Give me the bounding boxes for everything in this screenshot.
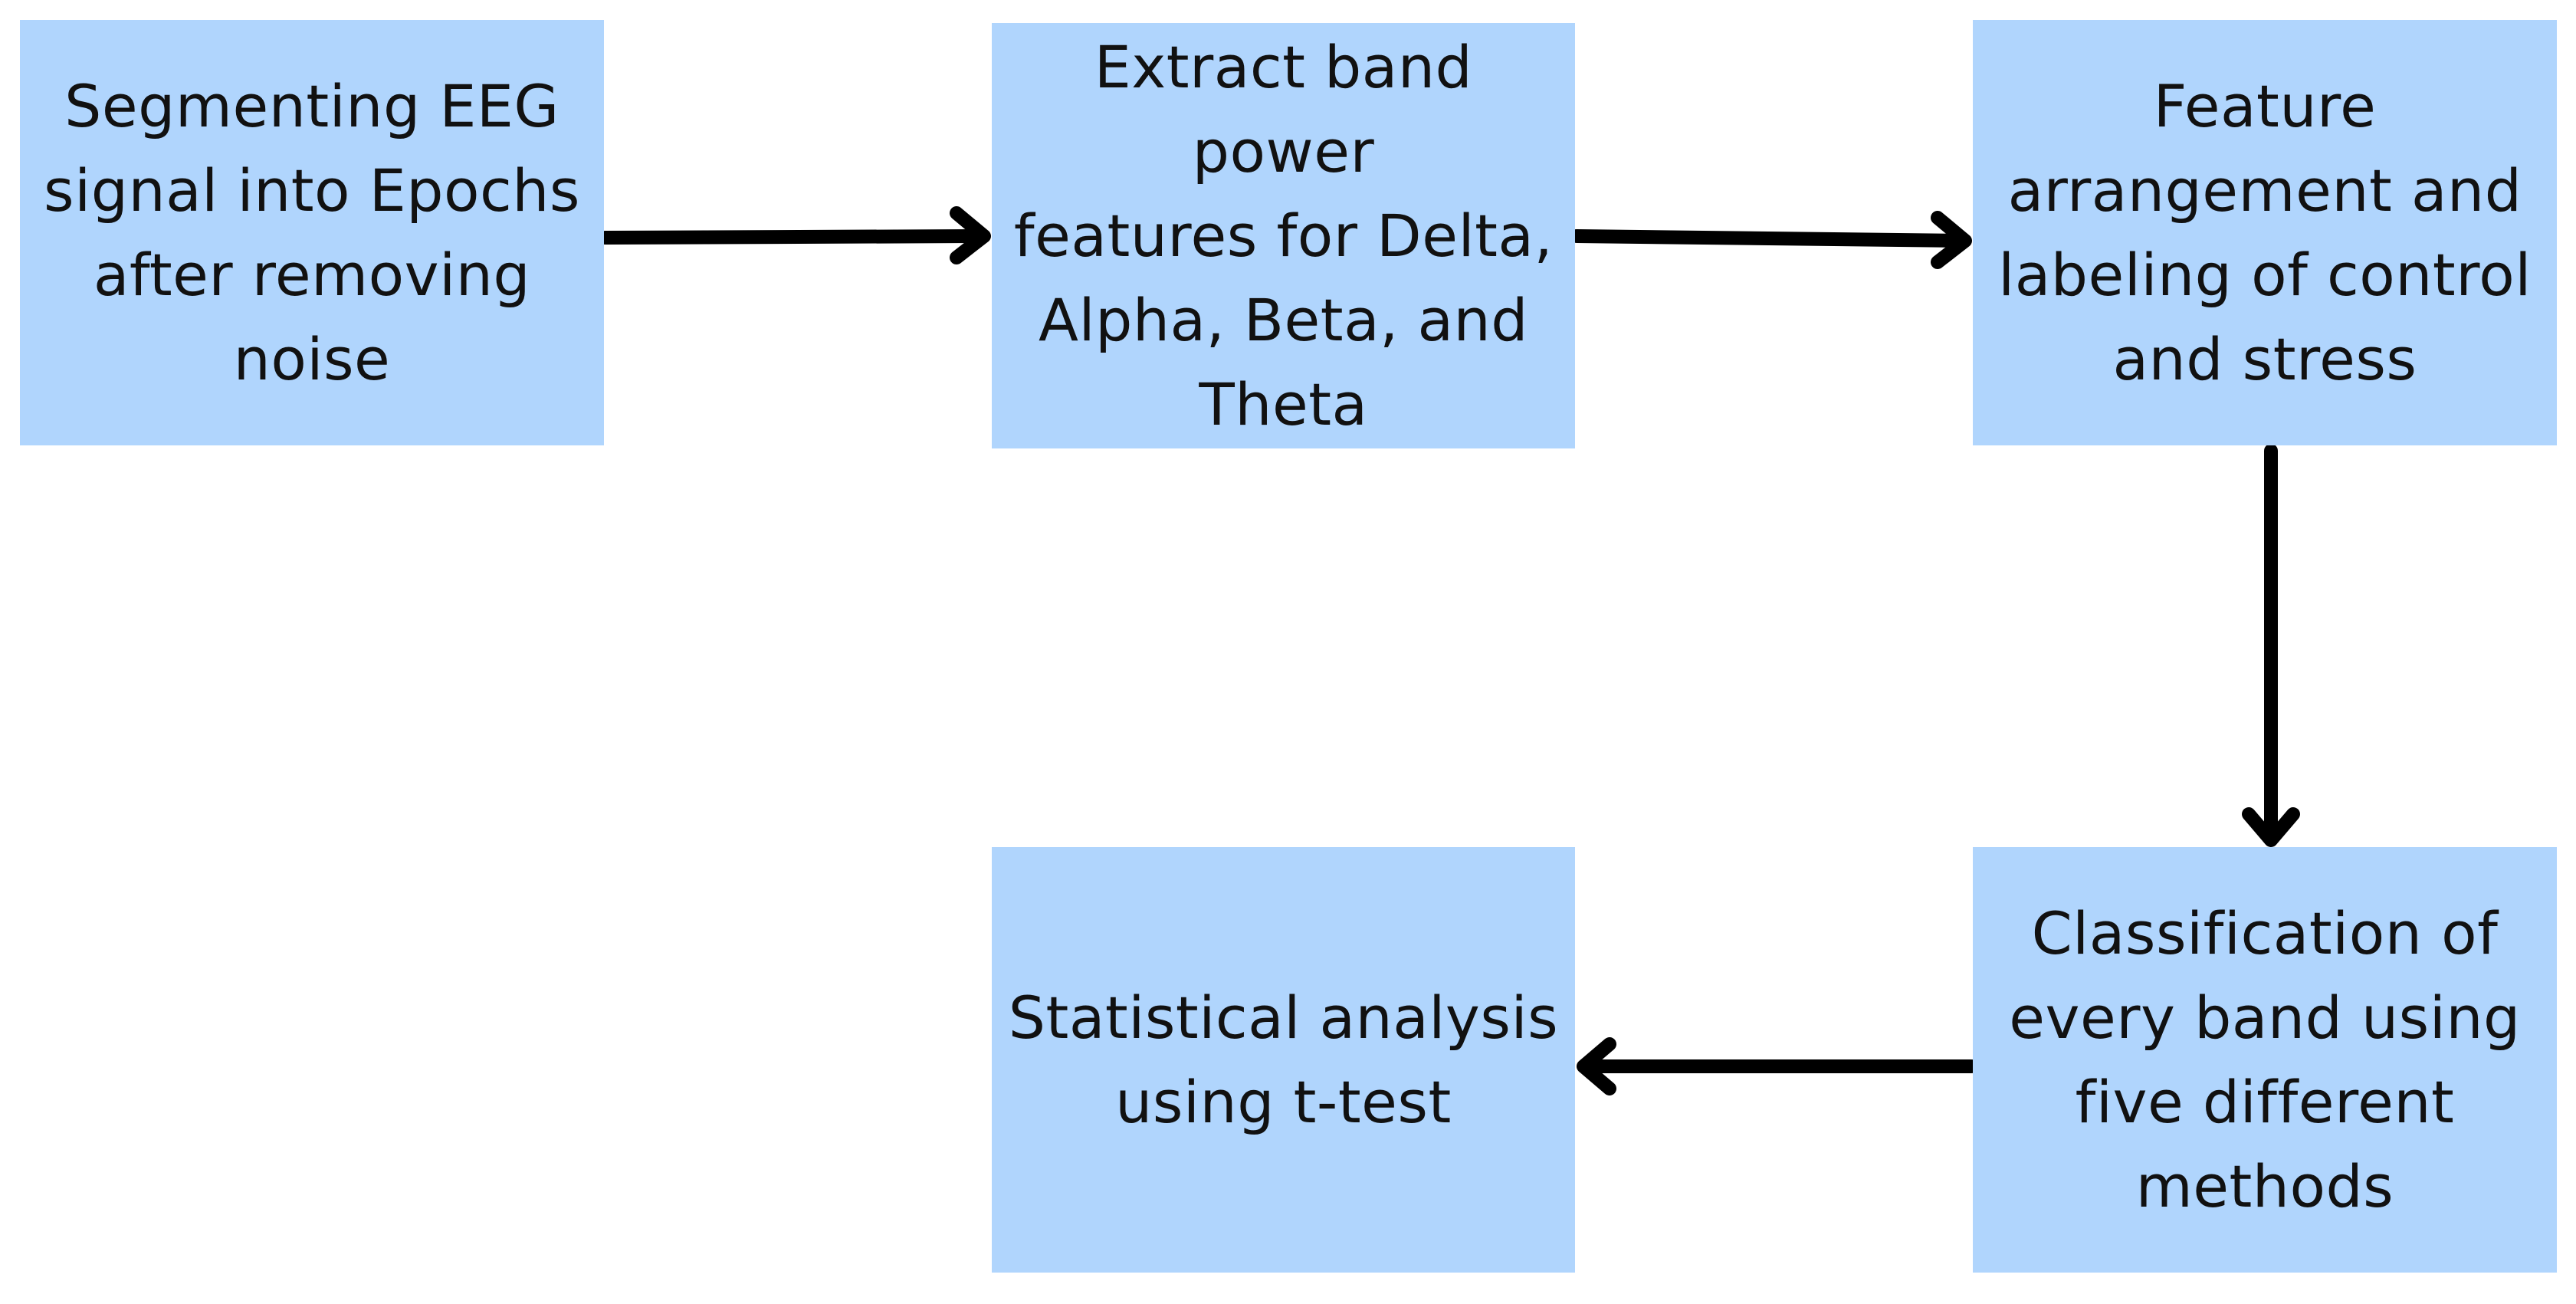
node-segmenting-eeg: Segmenting EEG signal into Epochs after … <box>20 20 604 445</box>
node-segmenting-eeg-label: Segmenting EEG signal into Epochs after … <box>43 71 580 393</box>
arrow-extract-to-arrange <box>1570 211 1972 269</box>
arrow-arrange-to-classify <box>2242 444 2300 847</box>
node-extract-band-power-label: Extract band power features for Delta, A… <box>1013 32 1554 438</box>
node-statistical-analysis: Statistical analysis using t-test <box>992 847 1575 1273</box>
arrow-classify-to-stats <box>1577 1037 1978 1095</box>
node-extract-band-power: Extract band power features for Delta, A… <box>992 23 1575 448</box>
node-feature-arrangement: Feature arrangement and labeling of cont… <box>1973 20 2557 445</box>
node-feature-arrangement-label: Feature arrangement and labeling of cont… <box>1998 71 2532 393</box>
node-classification-label: Classification of every band using five … <box>2009 898 2521 1220</box>
node-classification: Classification of every band using five … <box>1973 847 2557 1273</box>
node-statistical-analysis-label: Statistical analysis using t-test <box>1008 983 1559 1136</box>
arrow-segment-to-extract <box>599 206 991 264</box>
